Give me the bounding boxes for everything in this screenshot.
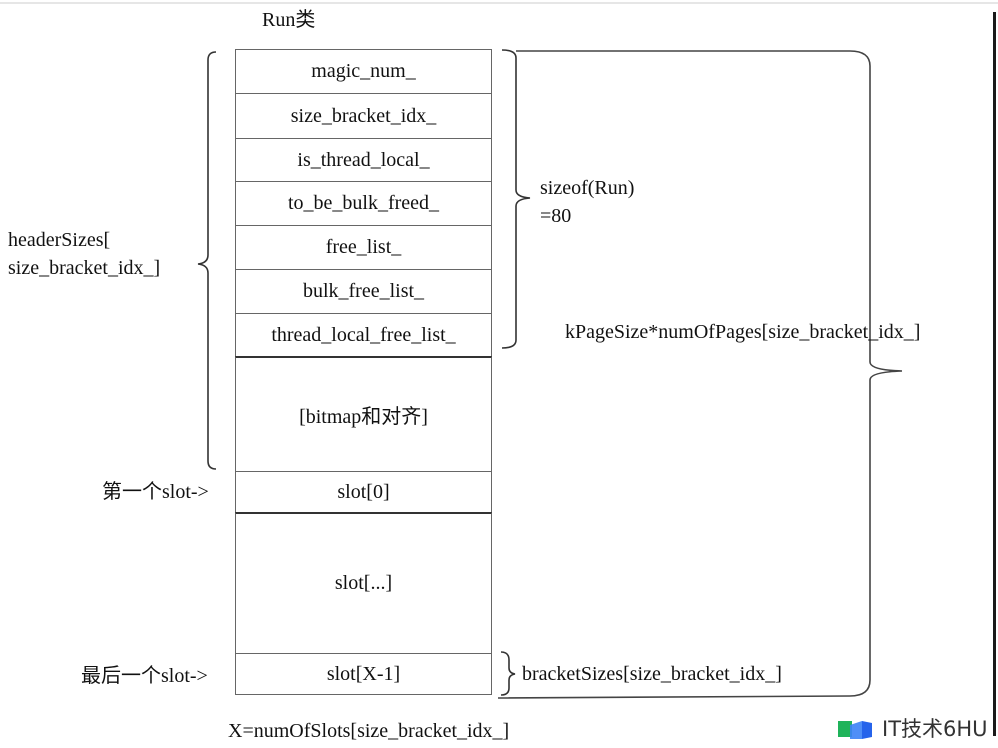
header-brace (197, 51, 217, 470)
field-bulk-free-list: bulk_free_list_ (235, 269, 492, 314)
bracket-sizes-label: bracketSizes[size_bracket_idx_] (522, 663, 782, 685)
header-sizes-label-line1: headerSizes[ (8, 229, 111, 251)
run-total-brace (497, 50, 903, 699)
field-to-be-bulk-freed: to_be_bulk_freed_ (235, 181, 492, 226)
first-slot-pointer-label: 第一个slot-> (102, 481, 209, 503)
sizeof-run-label-line1: sizeof(Run) (540, 177, 635, 199)
bitmap-alignment-block: [bitmap和对齐] (235, 356, 492, 472)
diagram-title: Run类 (262, 9, 316, 31)
watermark-logo-icon (836, 717, 876, 739)
field-magic-num: magic_num_ (235, 49, 492, 94)
sizeof-brace (501, 49, 531, 349)
num-slots-label: X=numOfSlots[size_bracket_idx_] (228, 720, 510, 742)
slot-last: slot[X-1] (235, 653, 492, 695)
field-size-bracket-idx: size_bracket_idx_ (235, 93, 492, 139)
sizeof-run-label-line2: =80 (540, 205, 572, 227)
slot-first: slot[0] (235, 471, 492, 513)
top-border (0, 2, 998, 4)
last-slot-pointer-label: 最后一个slot-> (81, 665, 208, 687)
right-border (993, 12, 996, 736)
field-thread-local-free-list: thread_local_free_list_ (235, 313, 492, 357)
bracket-size-brace (500, 651, 516, 696)
run-total-size-label: kPageSize*numOfPages[size_bracket_idx_] (565, 321, 921, 343)
header-sizes-label-line2: size_bracket_idx_] (8, 257, 161, 279)
watermark-logo: IT技术6HU (836, 713, 988, 743)
watermark-text: IT技术6HU (882, 717, 988, 741)
